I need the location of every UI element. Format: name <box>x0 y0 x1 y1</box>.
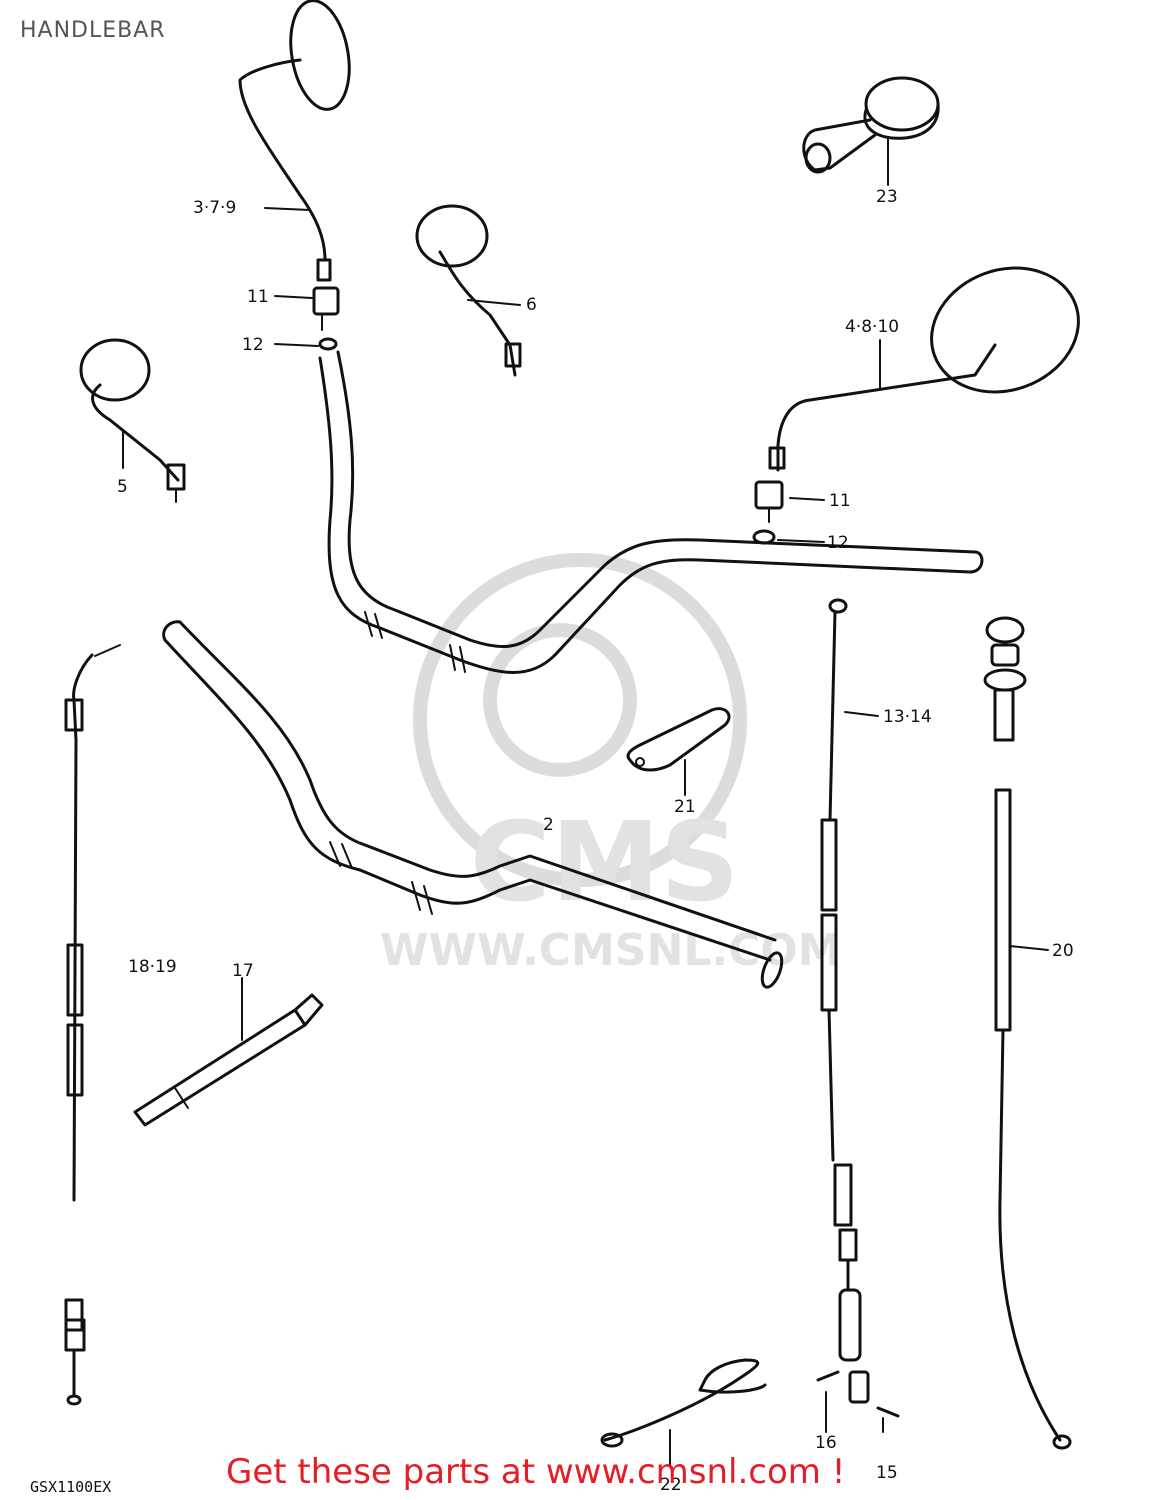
cable-13-14 <box>820 598 870 1404</box>
cms-watermark: CMS WWW.CMSNL.COM <box>380 553 842 976</box>
callout-21: 21 <box>674 797 696 817</box>
mirror-right-large <box>752 266 1080 545</box>
callout-5: 5 <box>117 477 128 497</box>
mirror-5 <box>79 338 186 503</box>
callout-23: 23 <box>876 187 898 207</box>
model-label: GSX1100EX <box>30 1478 112 1496</box>
callout-18-19: 18·19 <box>128 957 177 977</box>
throttle-tube-17 <box>133 993 324 1127</box>
cable-guide-22 <box>600 1358 767 1448</box>
page-title: HANDLEBAR <box>20 18 166 43</box>
callout-2: 2 <box>543 815 554 835</box>
callout-20: 20 <box>1052 941 1074 961</box>
callout-13-14: 13·14 <box>883 707 932 727</box>
switch-holder-23 <box>802 76 940 174</box>
footer-link[interactable]: Get these parts at www.cmsnl.com ! <box>226 1452 846 1492</box>
callout-22: 22 <box>660 1475 682 1495</box>
lower-handlebar <box>162 620 784 989</box>
upper-handlebar <box>318 350 984 674</box>
clamp-strap-21 <box>626 707 731 772</box>
cable-20 <box>983 616 1072 1450</box>
watermark-url: WWW.CMSNL.COM <box>380 925 842 976</box>
mirror-6 <box>415 204 522 377</box>
callout-16: 16 <box>815 1433 837 1453</box>
callout-4-8-10: 4·8·10 <box>845 317 899 337</box>
cable-18-19 <box>64 644 121 1406</box>
screw-16 <box>816 1370 840 1382</box>
callout-17: 17 <box>232 961 254 981</box>
leader-lines <box>122 137 1049 1466</box>
screw-15 <box>876 1406 900 1418</box>
callout-12-right: 12 <box>827 533 849 553</box>
callout-15: 15 <box>876 1463 898 1483</box>
callout-12-left: 12 <box>242 335 264 355</box>
callout-6: 6 <box>526 295 537 315</box>
callout-11-right: 11 <box>829 491 851 511</box>
callout-3-7-9: 3·7·9 <box>193 198 236 218</box>
callout-11-left: 11 <box>247 287 269 307</box>
mirror-left-large <box>238 0 351 351</box>
